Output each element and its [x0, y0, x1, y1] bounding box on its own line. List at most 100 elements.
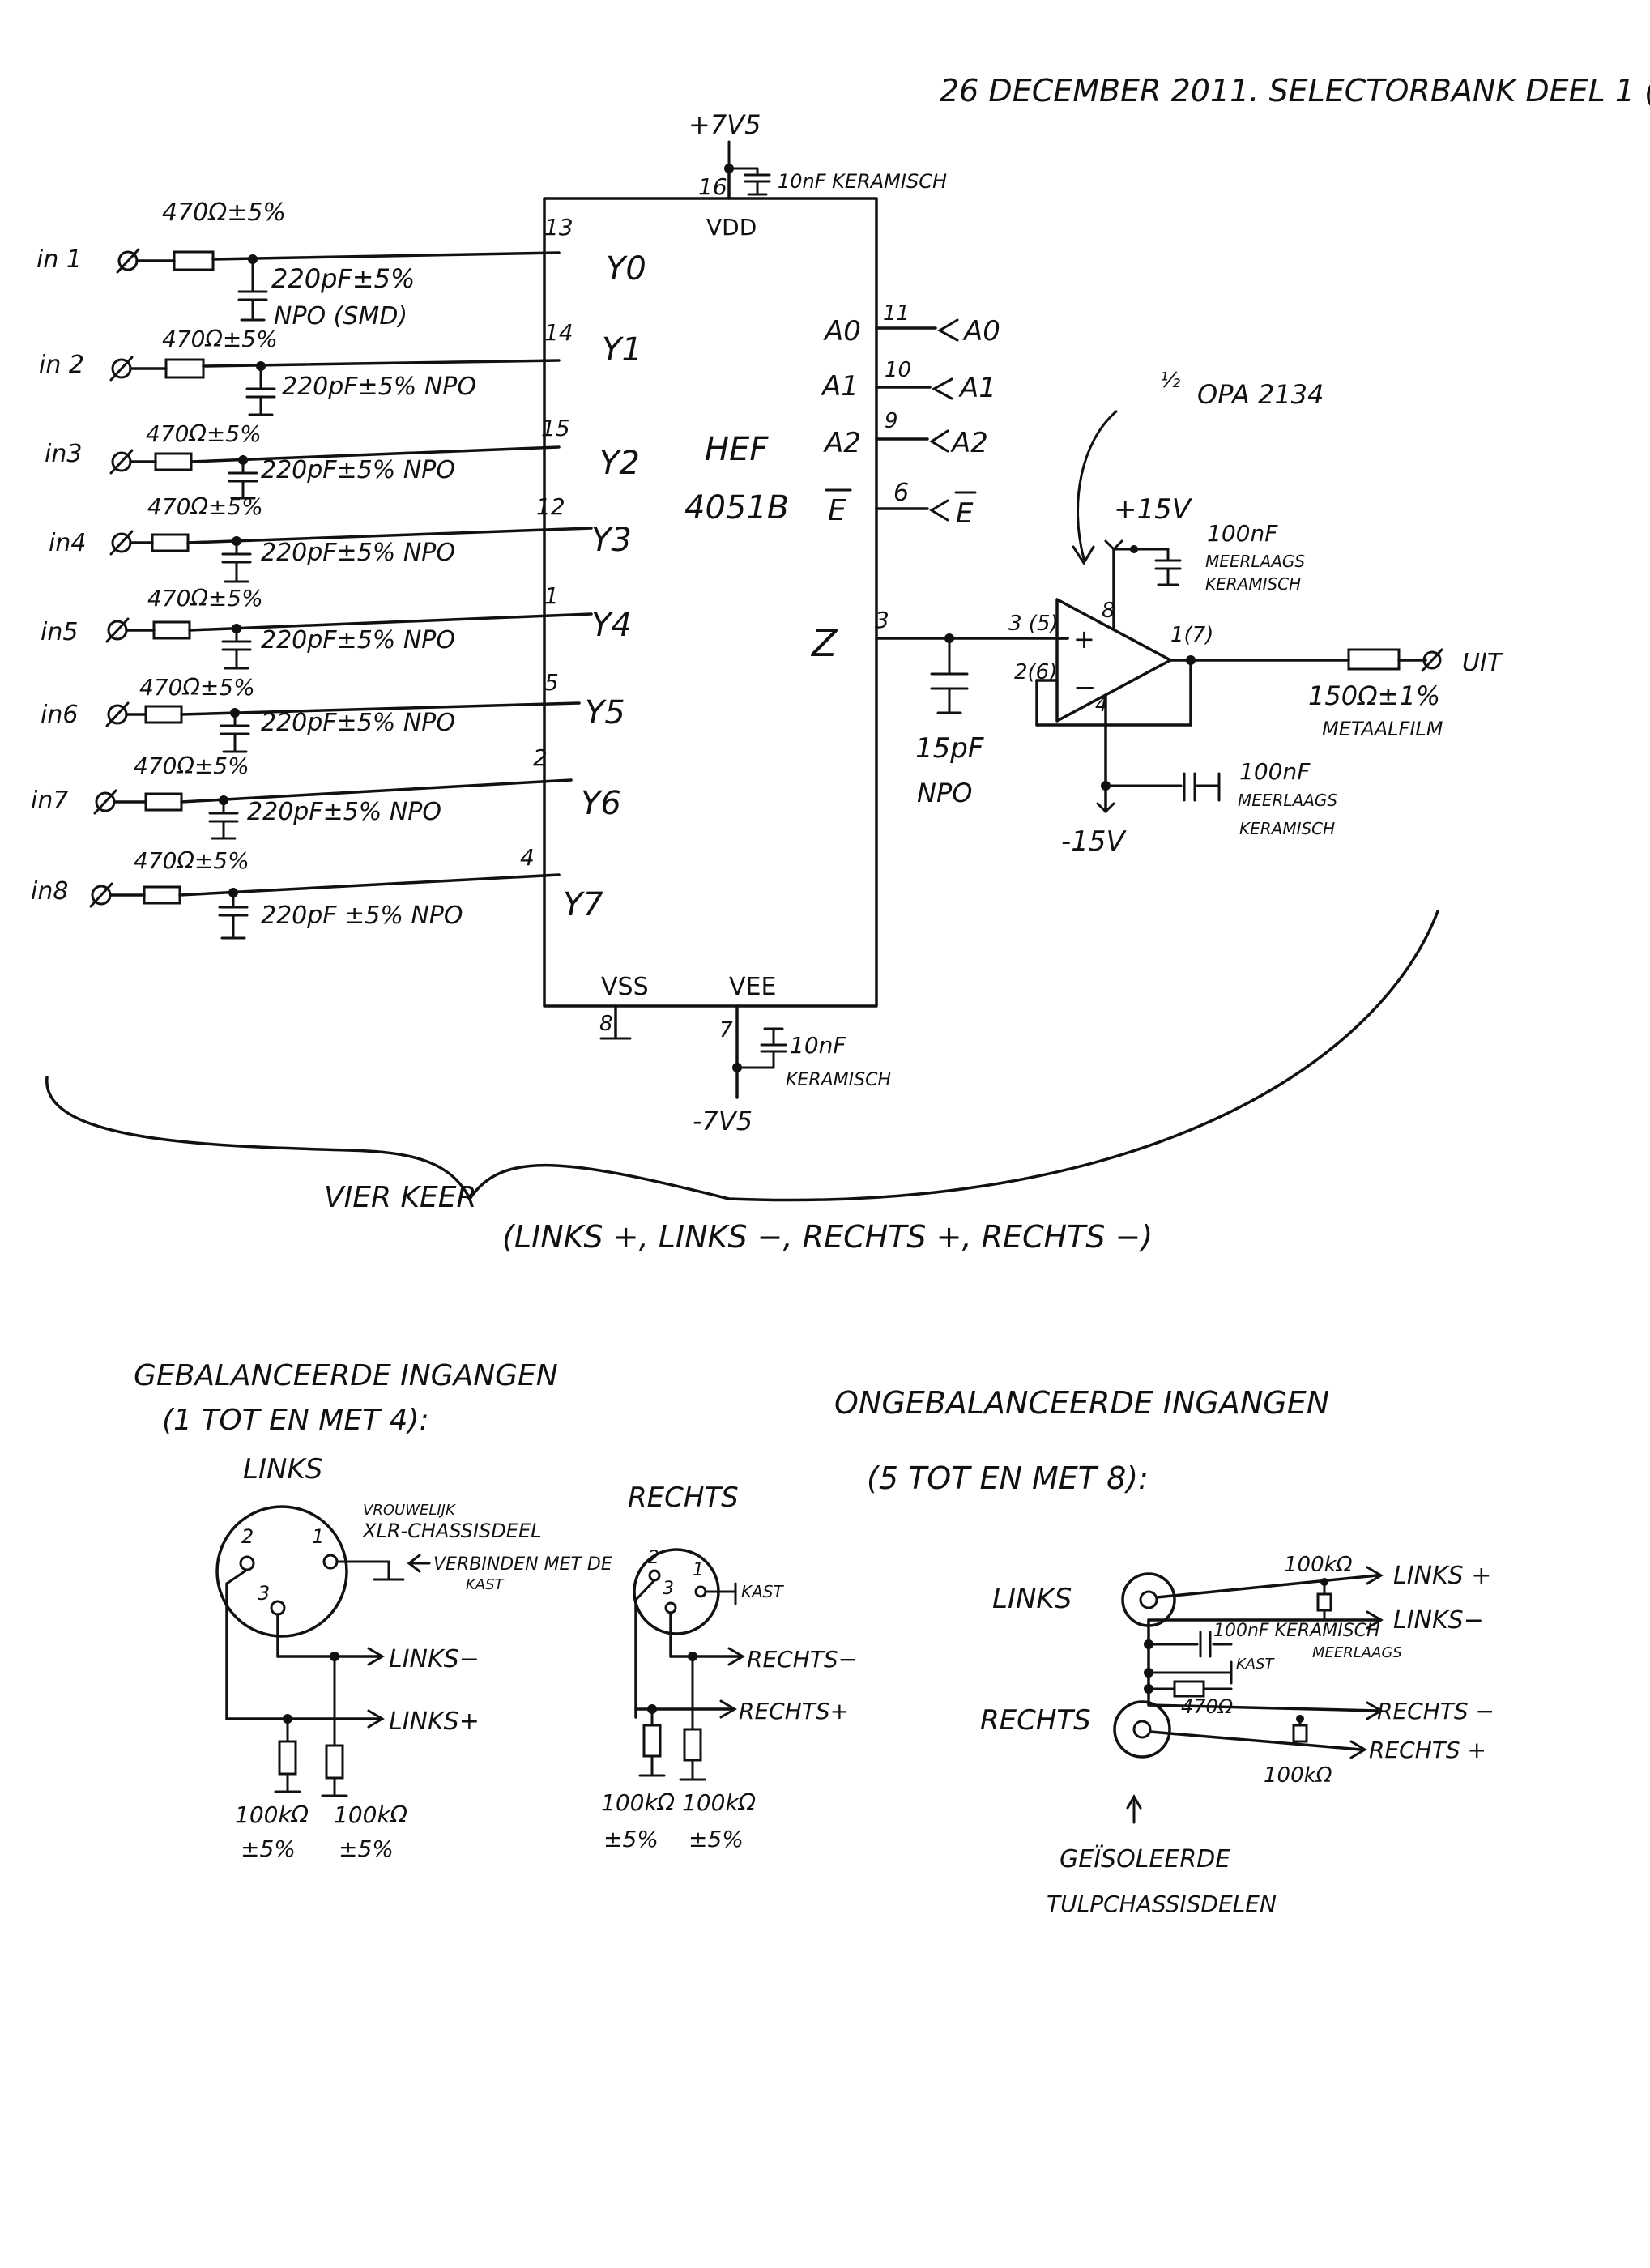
header-note: 26 DECEMBER 2011. SELECTORBANK DEEL 1 (V… — [940, 73, 1650, 109]
xlr-pin-3 — [664, 1601, 677, 1614]
opamp-pin-8: 8 — [1102, 599, 1115, 623]
input-pin-number: 1 — [544, 582, 559, 609]
input-row-6: in6 470Ω±5% 220pF±5% NPO 5 — [41, 669, 581, 753]
input-resistor — [144, 792, 183, 812]
unbalanced-range: (5 TOT EN MET 8): — [867, 1460, 1149, 1496]
control-pin: 9 — [885, 409, 898, 433]
xlr-pin-2-label: 2 — [648, 1548, 659, 1568]
ic-vdd-label: VDD — [706, 214, 757, 241]
opamp-plus-sign: + — [1073, 624, 1095, 654]
ic-channel-labels: Y0 Y1 Y2 Y3 Y4 Y5 Y6 Y7 — [563, 250, 646, 923]
input-cap-value: 220pF±5% NPO — [247, 798, 441, 826]
input-label: in 1 — [36, 245, 82, 274]
input-pin-number: 15 — [541, 415, 570, 441]
input-label: in7 — [31, 787, 68, 815]
input-resistor-value: 470Ω±5% — [162, 326, 278, 352]
plus-15v-cap-type1: MEERLAAGS — [1205, 552, 1305, 571]
input-pin-number: 12 — [536, 493, 565, 520]
xlr-note-2: XLR-CHASSISDEEL — [361, 1520, 541, 1542]
balanced-resistor — [278, 1740, 297, 1776]
control-pin: 10 — [885, 358, 911, 382]
input-pin-number: 13 — [544, 214, 573, 241]
output-stage: 3 15pF NPO + − 3 (5) 2(6) 1(7) 8 4 UIT 1… — [875, 369, 1504, 858]
opamp-minus-sign: − — [1073, 671, 1097, 704]
input-cap-value: 220pF±5% NPO — [261, 626, 455, 654]
vss-pin-number: 8 — [599, 1012, 613, 1036]
input-resistor-value: 470Ω±5% — [147, 585, 263, 612]
xlr-pin-2-label: 2 — [241, 1525, 254, 1548]
supply-plus-15v: +15V — [1114, 493, 1193, 526]
supply-minus-15v: -15V — [1061, 825, 1128, 858]
balanced-range: (1 TOT EN MET 4): — [162, 1404, 429, 1437]
balanced-out-links-plus: LINKS+ — [389, 1707, 480, 1736]
unbalanced-links-label: LINKS — [992, 1583, 1072, 1615]
rca-jack-links — [1121, 1572, 1176, 1627]
unbalanced-resistor-100k — [1316, 1592, 1332, 1612]
input-cap-value: 220pF±5% — [271, 263, 415, 294]
input-pin-number: 5 — [544, 669, 559, 696]
control-arrow — [936, 318, 959, 342]
input-resistor-value: 470Ω±5% — [147, 493, 263, 520]
ic-hef4051b: HEF 4051B VDD VSS VEE Z A0 A1 A2 E — [543, 197, 878, 1008]
unbalanced-resistor-470 — [1173, 1680, 1205, 1698]
unbalanced-cap-note-2: MEERLAAGS — [1312, 1644, 1402, 1661]
input-pin-number: 2 — [533, 744, 548, 771]
input-label: in8 — [31, 877, 68, 906]
unbalanced-cap-note-1: 100nF KERAMISCH — [1213, 1621, 1380, 1641]
supply-plus-7v5: +7V5 — [689, 109, 761, 140]
opamp-pin-plus: 3 (5) — [1008, 612, 1059, 636]
ic-y7-label: Y7 — [563, 886, 603, 923]
input-row-3: in3 470Ω±5% 220pF±5% NPO 15 — [45, 415, 570, 500]
balanced-out-rechts-minus: RECHTS− — [747, 1646, 857, 1673]
control-label: A0 — [962, 315, 1000, 347]
xlr-pin-2 — [239, 1555, 255, 1571]
rca-jack-rechts — [1113, 1700, 1171, 1759]
ic-z-label: Z — [810, 621, 838, 665]
balanced-resistor-tol: ±5% — [241, 1835, 296, 1862]
connect-note-1: VERBINDEN MET DE — [433, 1554, 612, 1575]
input-row-2: in 2 470Ω±5% 220pF±5% NPO 14 — [39, 319, 573, 416]
connect-note-2: KAST — [466, 1576, 505, 1593]
input-label: in 2 — [39, 351, 84, 379]
input-label: in3 — [45, 440, 82, 468]
xlr-pin-1 — [322, 1554, 339, 1570]
balanced-resistor-tol: ±5% — [603, 1826, 659, 1852]
unbalanced-title: ONGEBALANCEERDE INGANGEN — [834, 1385, 1329, 1421]
opamp-note-label: OPA 2134 — [1197, 379, 1324, 410]
ic-vee-label: VEE — [729, 973, 776, 1001]
ic-y5-label: Y5 — [585, 694, 625, 731]
input-row-4: in4 470Ω±5% 220pF±5% NPO 12 — [49, 493, 593, 583]
vdd-pin-number: 16 — [698, 173, 727, 200]
output-resistor — [1347, 648, 1401, 671]
kast-label: KAST — [1236, 1656, 1276, 1673]
input-resistor — [143, 885, 181, 905]
svg-text:26 DECEMBER 2011. SELECTORBAN: 26 DECEMBER 2011. SELECTORBANK DEEL 1 (V… — [940, 73, 1650, 109]
input-row-7: in7 470Ω±5% 220pF±5% NPO 2 — [31, 744, 573, 840]
ic-vss-label: VSS — [601, 973, 649, 1001]
opamp-symbol — [1055, 598, 1172, 723]
balanced-resistor-value: 100kΩ — [235, 1801, 309, 1828]
cap-15pf-value: 15pF — [915, 732, 984, 765]
unbalanced-out-rechts-minus: RECHTS − — [1377, 1698, 1494, 1724]
input-row-1: in 1 470Ω±5% 220pF±5% NPO (SMD) 13 — [36, 198, 573, 330]
vier-keer-detail: (LINKS +, LINKS −, RECHTS +, RECHTS −) — [502, 1219, 1153, 1255]
input-resistor — [144, 705, 183, 724]
supply-bottom: 8 7 10nF KERAMISCH -7V5 — [599, 1004, 891, 1136]
minus-15v-cap-value: 100nF — [1239, 758, 1311, 785]
balanced-inputs-section: GEBALANCEERDE INGANGEN (1 TOT EN MET 4):… — [134, 1359, 857, 1862]
control-inputs: 11 A0 10 A1 9 A2 6 E — [875, 301, 1000, 530]
unbalanced-inputs-section: ONGEBALANCEERDE INGANGEN (5 TOT EN MET 8… — [834, 1385, 1494, 1917]
ic-body — [543, 197, 878, 1008]
vier-keer-label: VIER KEER — [324, 1181, 477, 1214]
unbalanced-res-100k-bot: 100kΩ — [1264, 1763, 1332, 1788]
output-resistor-value: 150Ω±1% — [1308, 680, 1440, 711]
output-terminal — [1422, 650, 1442, 670]
input-pin-number: 14 — [544, 319, 573, 346]
input-label: in4 — [49, 529, 86, 557]
unbalanced-iso-note-1: GEÏSOLEERDE — [1059, 1844, 1230, 1874]
ic-name-line1: HEF — [705, 431, 769, 468]
xlr-pin-3 — [270, 1600, 286, 1616]
input-resistor — [154, 452, 193, 471]
unbalanced-out-links-plus: LINKS + — [1393, 1562, 1491, 1590]
xlr-pin-3-label: 3 — [663, 1579, 674, 1599]
